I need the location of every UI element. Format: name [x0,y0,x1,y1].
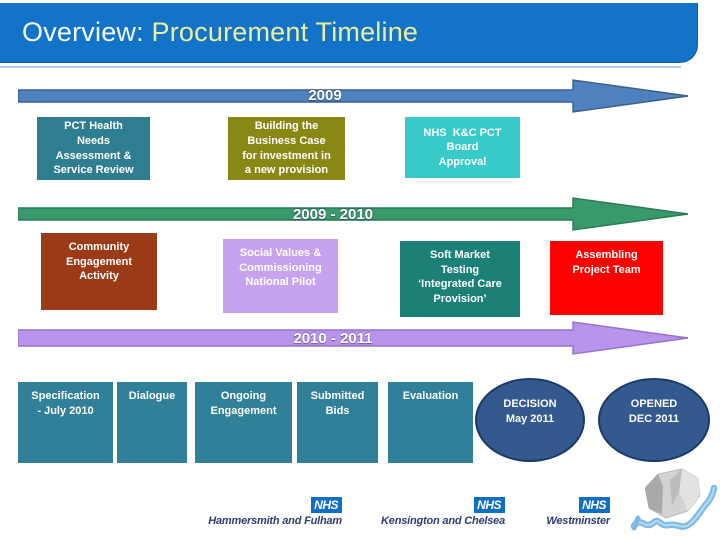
logo-hammersmith-fulham: NHS Hammersmith and Fulham [202,496,342,527]
page-title: Overview: Procurement Timeline [22,17,418,48]
box-dialogue: Dialogue [117,382,187,463]
box-pct-health-needs: PCT Health Needs Assessment & Service Re… [37,117,150,180]
box-specification: Specification - July 2010 [18,382,113,463]
nhs-logo-icon: NHS [311,497,342,513]
box-submitted-bids: Submitted Bids [297,382,378,463]
arrow-label-2009: 2009 [308,87,342,104]
timeline-arrow-2009 [18,79,689,113]
milestone-decision: DECISION May 2011 [475,378,585,462]
nhs-logo-icon: NHS [579,497,610,513]
arrow-shape [18,197,689,231]
box-board-approval: NHS K&C PCT Board Approval [405,117,520,178]
boroughs-map-icon [630,468,718,531]
arrow-label-2010-2011: 2010 - 2011 [293,330,373,347]
milestone-opened: OPENED DEC 2011 [598,378,710,462]
box-assembling-project-team: Assembling Project Team [550,241,663,315]
timeline-arrow-2009-2010 [18,197,689,231]
timeline-arrow-2010-2011 [18,321,689,355]
logo-westminster: NHS Westminster [470,496,610,527]
box-social-values: Social Values & Commissioning National P… [223,239,338,313]
title-highlight: Procurement Timeline [151,17,419,47]
box-building-business-case: Building the Business Case for investmen… [228,117,345,180]
box-community-engagement: Community Engagement Activity [41,233,157,310]
box-evaluation: Evaluation [388,382,473,463]
arrow-label-2009-2010: 2009 - 2010 [292,206,374,223]
title-prefix: Overview: [22,17,152,47]
logo-kensington-chelsea: NHS Kensington and Chelsea [365,496,505,527]
title-bar: Overview: Procurement Timeline [0,3,698,68]
logo-org-name: Hammersmith and Fulham [208,515,342,527]
logo-org-name: Westminster [546,515,610,527]
arrow-shape [18,321,689,355]
nhs-logo-icon: NHS [474,497,505,513]
boroughs-map-graphic [626,466,718,540]
logo-org-name: Kensington and Chelsea [381,515,505,527]
box-soft-market-testing: Soft Market Testing ‘Integrated Care Pro… [400,241,520,317]
arrow-shape [18,79,689,113]
box-ongoing-engagement: Ongoing Engagement [195,382,292,463]
